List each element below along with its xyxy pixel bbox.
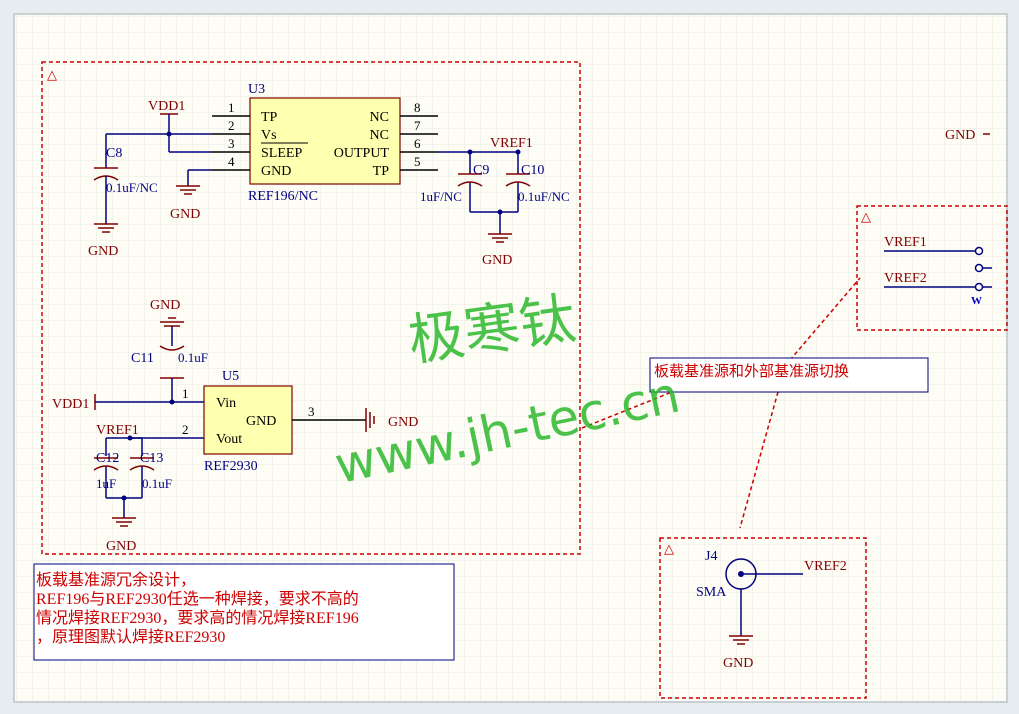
u5-part: REF2930 (204, 459, 258, 474)
u5-input-wiring: VDD1 VREF1 (52, 394, 204, 518)
vref2-label: VREF2 (884, 271, 927, 286)
u3-designator: U3 (248, 82, 265, 97)
u3-pin-name: NC (370, 110, 389, 125)
gnd-label: GND (170, 207, 200, 222)
gnd-symbol-c9c10: GND (482, 233, 512, 268)
u3-pin-name: TP (373, 164, 390, 179)
u3-ref196[interactable]: U3 REF196/NC 1 2 3 4 8 7 6 5 TP Vs SLEEP… (212, 82, 438, 204)
u3-pin-num: 4 (228, 154, 235, 169)
gnd-label: GND (150, 298, 180, 313)
c8-designator: C8 (106, 146, 122, 161)
u3-body (249, 97, 401, 185)
c8-capacitor[interactable]: C8 0.1uF/NC (93, 146, 158, 224)
u3-pin-name: TP (261, 110, 278, 125)
gnd-symbol-u3: GND (170, 169, 212, 222)
c11-capacitor[interactable]: C11 0.1uF (131, 345, 208, 402)
u5-ref2930[interactable]: U5 REF2930 Vin GND Vout 1 2 3 (182, 369, 366, 474)
gnd-label: GND (88, 244, 118, 259)
u3-pin-num: 5 (414, 154, 421, 169)
vref2-label: VREF2 (804, 559, 847, 574)
pointer-lines (581, 277, 861, 529)
switch-dashed-frame: △ VREF1 VREF2 W (856, 205, 1008, 331)
top-right-gnd: GND (945, 128, 990, 143)
u3-part: REF196/NC (248, 189, 318, 204)
junction-dot (127, 435, 133, 441)
c10-designator: C10 (521, 163, 544, 178)
redundancy-note-line: 板载基准源冗余设计， (36, 570, 196, 589)
c10-value: 0.1uF/NC (518, 189, 570, 204)
c8-value: 0.1uF/NC (106, 180, 158, 195)
c11-value: 0.1uF (178, 350, 208, 365)
svg-text:W: W (971, 295, 982, 307)
c9-value: 1uF/NC (420, 189, 462, 204)
gnd-label: GND (723, 656, 753, 671)
c13-value: 0.1uF (142, 476, 172, 491)
u3-pin-num: 6 (414, 136, 421, 151)
u5-body (203, 385, 293, 455)
c12-capacitor[interactable]: C12 1uF (93, 451, 119, 491)
gnd-symbol-c11: GND (150, 298, 184, 346)
main-dashed-frame: △ (41, 61, 581, 555)
u5-pin-name: Vout (216, 432, 242, 447)
j4-part: SMA (696, 585, 727, 600)
c13-designator: C13 (140, 451, 163, 466)
frame-marker: △ (47, 67, 57, 82)
gnd-symbol-c12c13: GND (106, 517, 136, 554)
u5-designator: U5 (222, 369, 239, 384)
gnd-label: GND (482, 253, 512, 268)
u5-pin-name: Vin (216, 396, 236, 411)
redundancy-note-line: ，原理图默认焊接REF2930 (36, 628, 225, 646)
u5-pin-name: GND (246, 414, 276, 429)
gnd-label: GND (388, 415, 418, 430)
u5-pin-num: 1 (182, 386, 189, 401)
redundancy-note-box: 板载基准源冗余设计， REF196与REF2930任选一种焊接，要求不高的 情况… (33, 563, 455, 661)
u3-pin-name: Vs (261, 128, 277, 143)
gnd-symbol-j4: GND (723, 635, 753, 671)
u3-pin-num: 7 (414, 118, 421, 133)
gnd-label: GND (106, 539, 136, 554)
j4-dashed-frame: △ (659, 537, 867, 699)
vref1-label: VREF1 (884, 235, 927, 250)
u3-vdd-wiring: VDD1 (105, 99, 212, 168)
redundancy-note-line: 情况焊接REF2930，要求高的情况焊接REF196 (36, 609, 359, 627)
c9-capacitor[interactable]: C9 1uF/NC (420, 163, 489, 204)
u3-pin-name: SLEEP (261, 146, 302, 161)
u3-pin-num: 1 (228, 100, 235, 115)
c12-designator: C12 (96, 451, 119, 466)
gnd-symbol-c8: GND (88, 223, 118, 259)
junction-dot (169, 399, 175, 405)
gnd-symbol-u5: GND (365, 408, 418, 432)
u3-pin-num: 3 (228, 136, 235, 151)
junction-dot (166, 131, 172, 137)
vref1-label: VREF1 (490, 136, 533, 151)
u3-pin-name: OUTPUT (334, 146, 390, 161)
c12-value: 1uF (96, 476, 116, 491)
u3-pin-name: NC (370, 128, 389, 143)
frame-marker: △ (664, 541, 674, 556)
u5-pin-num: 3 (308, 404, 315, 419)
c10-capacitor[interactable]: C10 0.1uF/NC (505, 163, 570, 204)
frame-marker: △ (861, 209, 871, 224)
u3-pin-num: 2 (228, 118, 235, 133)
u3-output-wiring: VREF1 (438, 136, 533, 234)
vdd1-label: VDD1 (52, 397, 89, 412)
u3-pin-name: GND (261, 164, 291, 179)
switch-note-box: 板载基准源和外部基准源切换 (649, 357, 929, 393)
vdd1-label: VDD1 (148, 99, 185, 114)
j4-sma-connector[interactable]: J4 SMA VREF2 (696, 549, 847, 636)
c13-capacitor[interactable]: C13 0.1uF (129, 451, 172, 491)
gnd-label: GND (945, 128, 975, 143)
j4-designator: J4 (705, 549, 717, 564)
c11-designator: C11 (131, 351, 154, 366)
redundancy-note-line: REF196与REF2930任选一种焊接，要求不高的 (36, 590, 359, 608)
u3-pin-num: 8 (414, 100, 421, 115)
switch-note-text: 板载基准源和外部基准源切换 (654, 362, 849, 380)
c9-designator: C9 (473, 163, 489, 178)
vref1-label: VREF1 (96, 423, 139, 438)
u5-pin-num: 2 (182, 422, 189, 437)
